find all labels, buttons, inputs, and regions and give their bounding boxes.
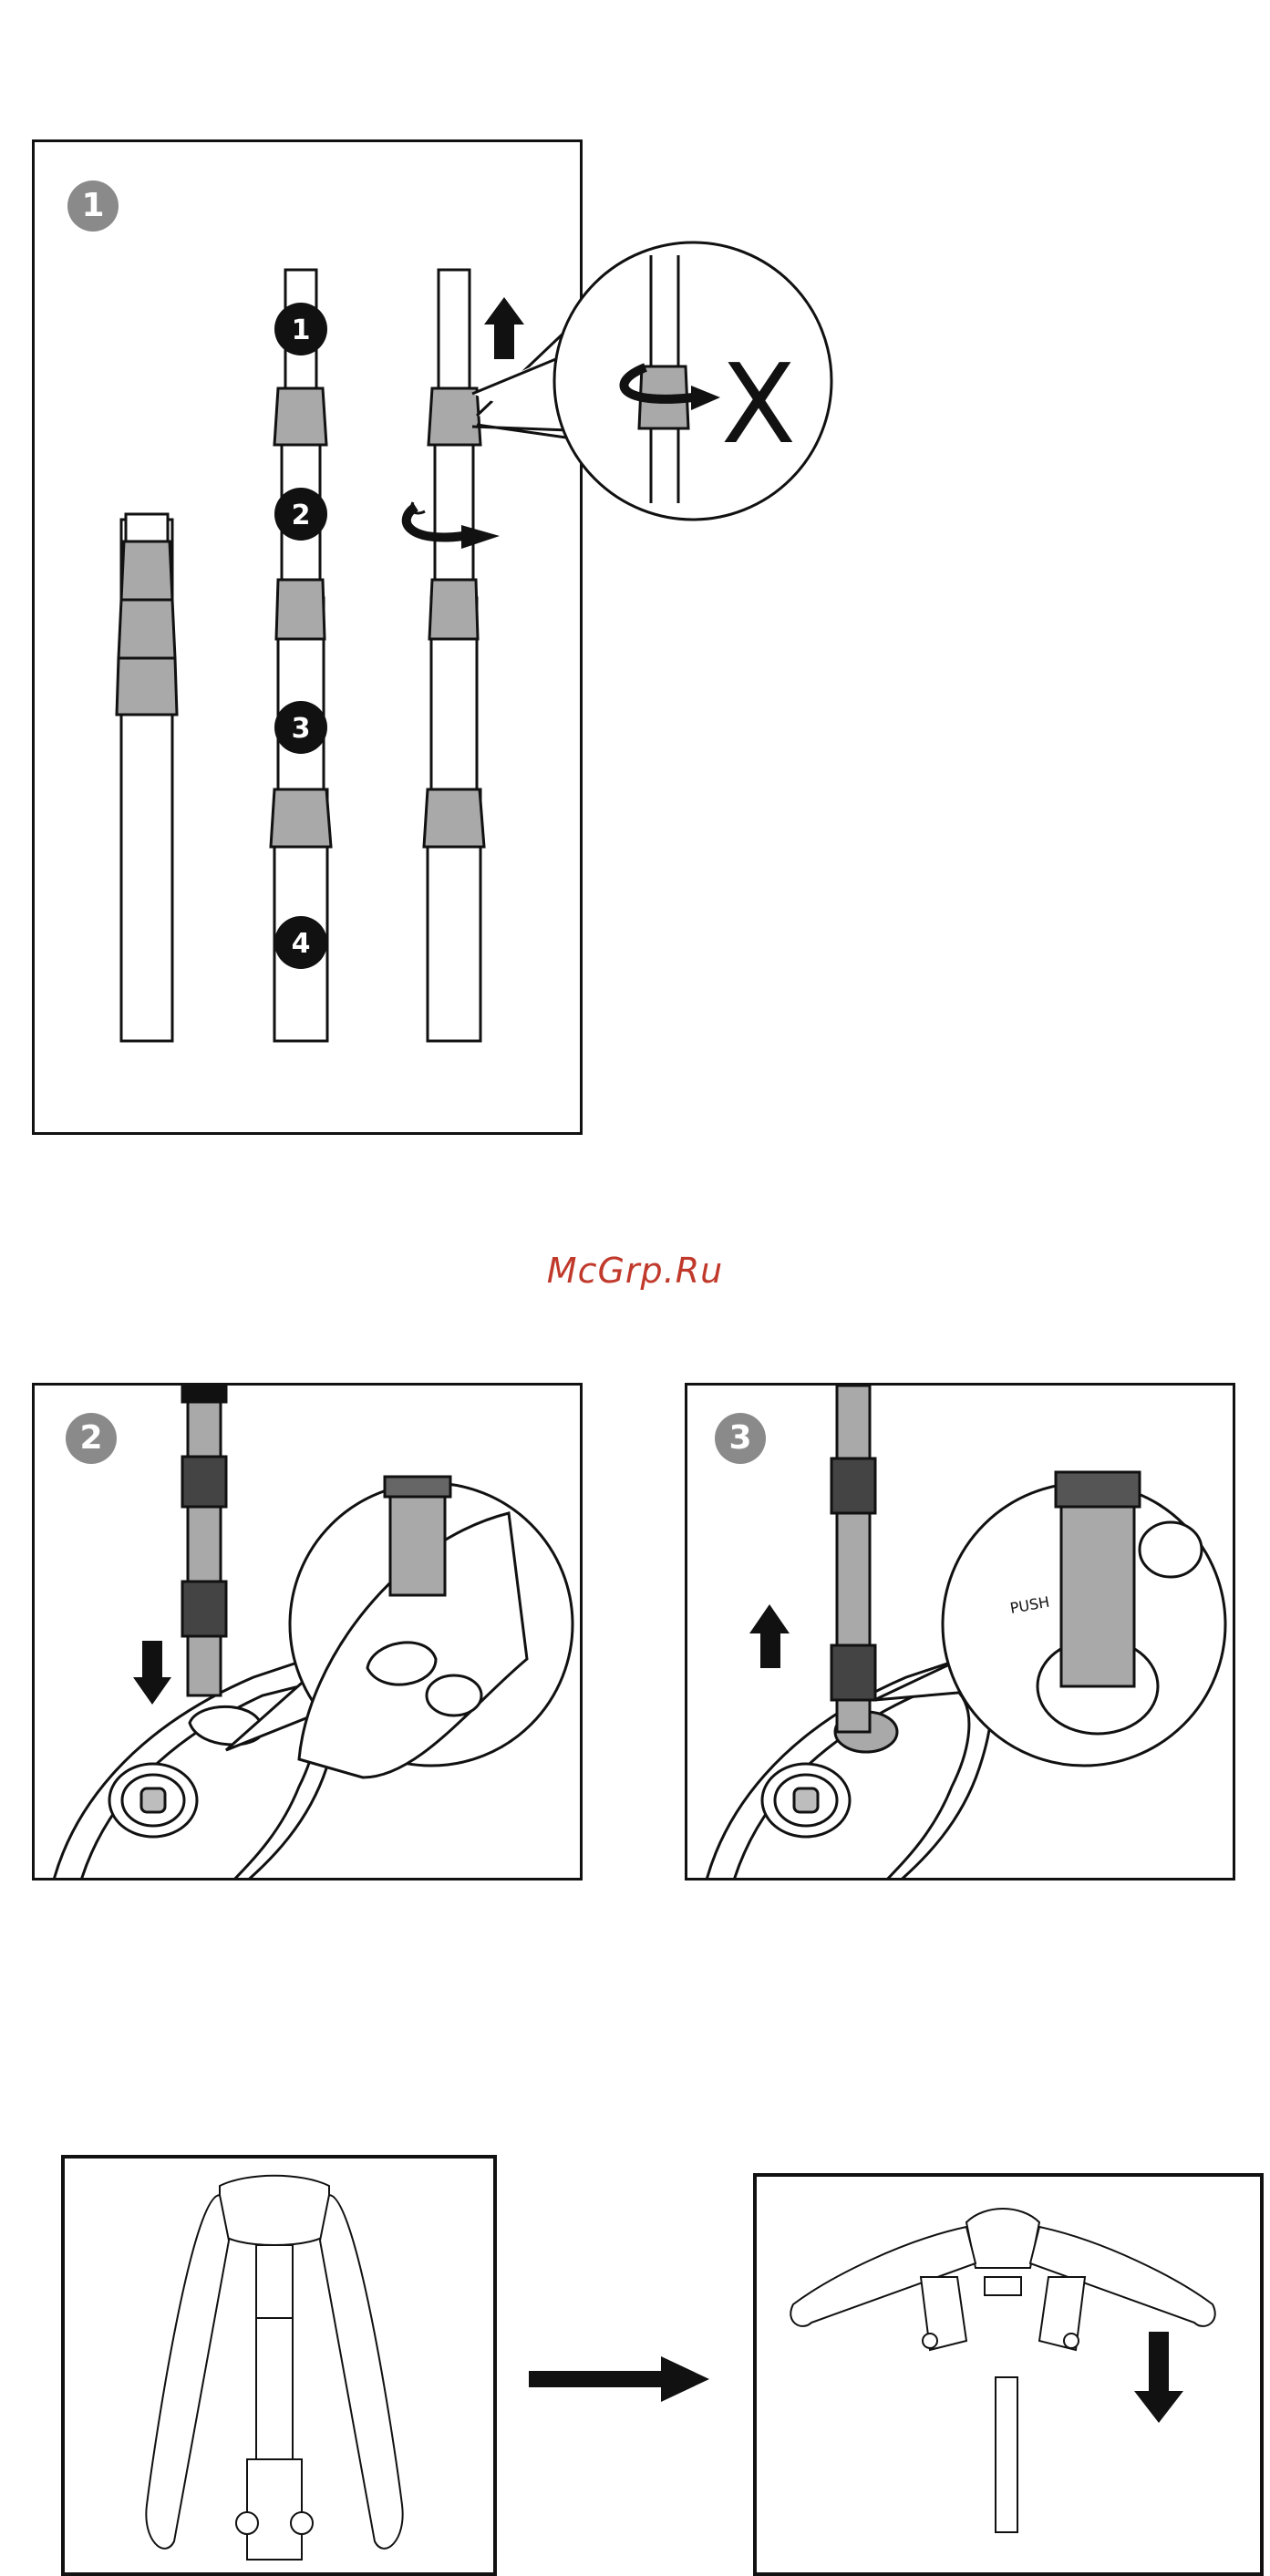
arrow-down-icon <box>1134 2332 1183 2423</box>
arrow-up-icon <box>749 1604 790 1668</box>
cross-mark: X <box>721 342 796 469</box>
unfolded-hanger-illustration <box>757 2177 1264 2576</box>
release-pole-illustration: PUSH <box>687 1386 1235 1880</box>
zoom-circle-overlay: X <box>0 0 1270 1149</box>
watermark-text: McGrp.Ru <box>0 1251 1270 1291</box>
arrow-right-icon <box>529 2352 711 2406</box>
panel-step-2: 2 <box>32 1383 583 1880</box>
panel-folded <box>61 2155 497 2576</box>
panel-unfolded <box>753 2173 1264 2576</box>
folded-hanger-illustration <box>65 2159 497 2576</box>
panel-step-3: 3 PUSH <box>685 1383 1235 1880</box>
zoom-insert-callout <box>35 1386 583 1880</box>
